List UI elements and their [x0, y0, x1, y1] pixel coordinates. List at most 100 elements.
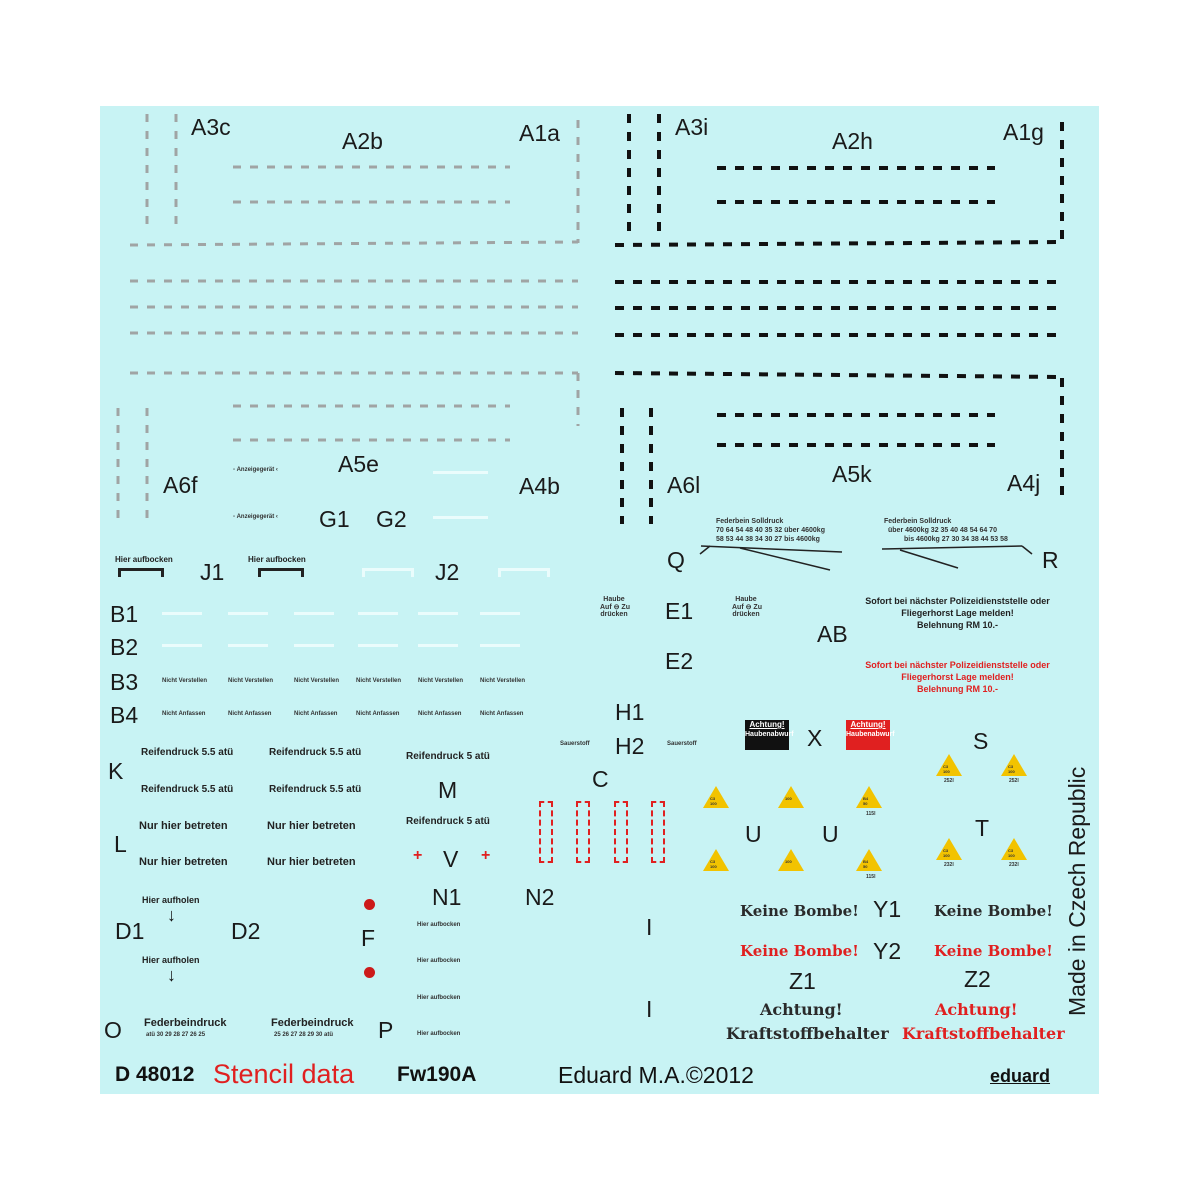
- label-i-1: I: [646, 914, 653, 940]
- label-i-2: I: [646, 996, 653, 1022]
- achtung-box-black: Achtung!Haubenabwurf: [745, 720, 794, 750]
- fuel-triangle-icon: C3 100: [936, 754, 962, 776]
- label-a2b: A2b: [342, 128, 383, 154]
- label-a3c: A3c: [191, 114, 231, 140]
- label-x: X: [807, 725, 823, 751]
- sheet-title: Stencil data: [213, 1059, 355, 1089]
- label-c: C: [592, 766, 609, 792]
- keine-bombe-black-1: Keine Bombe!: [740, 902, 859, 920]
- fuel-triangle-icon: C3 100: [1001, 754, 1027, 776]
- hier-aufbocken-2: Hier aufbocken: [248, 555, 306, 564]
- label-e2: E2: [665, 648, 694, 674]
- grey-dashed-lines: [116, 114, 580, 524]
- sofort-text-red: Sofort bei nächster Polizeidienststelle …: [865, 660, 1050, 694]
- label-a5e: A5e: [338, 451, 379, 477]
- federbeindruck-1: Federbeindruck: [144, 1017, 227, 1029]
- label-t: T: [975, 815, 990, 841]
- fuel-triangle-icon: C3 100: [703, 786, 729, 808]
- label-b3: B3: [110, 669, 139, 695]
- ghost-bracket: [498, 568, 550, 577]
- sheet-code: D 48012: [115, 1063, 195, 1086]
- label-j2: J2: [435, 559, 460, 585]
- federbein-row2-left: 58 53 44 38 34 30 27 bis 4600kg: [716, 536, 820, 543]
- nicht-verstellen: Nicht Verstellen: [228, 678, 274, 684]
- triangle-caption: 252l: [944, 778, 954, 784]
- reifendruck-55-3: Reifendruck 5.5 atü: [141, 784, 234, 795]
- label-n2: N2: [525, 884, 555, 910]
- nur-hier-betreten-3: Nur hier betreten: [139, 856, 228, 868]
- reifendruck-55-4: Reifendruck 5.5 atü: [269, 784, 362, 795]
- federbein-row1-left: 70 64 54 48 40 35 32 über 4600kg: [716, 527, 825, 534]
- red-dot: [364, 967, 375, 978]
- ghost-decal: [433, 516, 488, 519]
- label-z1: Z1: [789, 968, 816, 994]
- nicht-anfassen: Nicht Anfassen: [480, 711, 524, 717]
- label-b1: B1: [110, 601, 139, 627]
- label-a2h: A2h: [832, 128, 873, 154]
- hier-aufholen-2: Hier aufholen: [142, 955, 200, 965]
- federbeindruck-scale-1: atü 30 29 28 27 26 25: [146, 1032, 206, 1038]
- keine-bombe-black-2: Keine Bombe!: [934, 902, 1053, 920]
- label-r: R: [1042, 547, 1059, 573]
- copyright: Eduard M.A.©2012: [558, 1062, 754, 1088]
- reifendruck-5-1: Reifendruck 5 atü: [406, 751, 490, 762]
- triangle-caption: 115l: [866, 811, 876, 817]
- eduard-logo: eduard: [990, 1066, 1051, 1086]
- label-u-2: U: [822, 821, 839, 847]
- ghost-decal: [433, 471, 488, 474]
- achtung-black: Achtung!: [760, 1000, 843, 1019]
- triangle-caption: 232l: [1009, 862, 1019, 868]
- label-e1: E1: [665, 598, 694, 624]
- black-dashed-lines: [614, 114, 1064, 524]
- federbein-title-left: Federbein Solldruck: [716, 518, 784, 525]
- label-s: S: [973, 728, 989, 754]
- fuel-triangle-icon: C3 100: [1001, 838, 1027, 860]
- label-h2: H2: [615, 733, 645, 759]
- nicht-anfassen: Nicht Anfassen: [356, 711, 400, 717]
- hier-aufbocken-small: Hier aufbocken: [417, 958, 461, 964]
- down-arrow-icon: ↓: [167, 905, 176, 925]
- jack-bracket: [118, 568, 164, 577]
- label-z2: Z2: [964, 966, 991, 992]
- label-a3i: A3i: [675, 114, 709, 140]
- ghost-bracket: [362, 568, 414, 577]
- nicht-verstellen: Nicht Verstellen: [356, 678, 402, 684]
- label-a1g: A1g: [1003, 119, 1044, 145]
- nicht-verstellen: Nicht Verstellen: [162, 678, 208, 684]
- keine-bombe-red-1: Keine Bombe!: [740, 942, 859, 960]
- red-dot: [364, 899, 375, 910]
- label-g2: G2: [376, 506, 407, 532]
- sauerstoff-1: Sauerstoff: [560, 741, 590, 747]
- red-dashed-box: [576, 801, 590, 863]
- fuel-triangle-icon: 100: [778, 786, 804, 808]
- kraftstoff-black: Kraftstoffbehalter: [726, 1024, 889, 1043]
- reifendruck-55-1: Reifendruck 5.5 atü: [141, 747, 234, 758]
- sauerstoff-2: Sauerstoff: [667, 741, 697, 747]
- decal-sheet: A3c A2b A1a A3i A2h A1g A6f A5e A4b A6l …: [100, 106, 1099, 1094]
- nicht-verstellen: Nicht Verstellen: [480, 678, 526, 684]
- triangle-caption: 252l: [1009, 778, 1019, 784]
- label-y2: Y2: [873, 938, 902, 964]
- label-d1: D1: [115, 918, 145, 944]
- hier-aufbocken-small: Hier aufbocken: [417, 995, 461, 1001]
- triangle-caption: 232l: [944, 862, 954, 868]
- label-q: Q: [667, 547, 685, 573]
- nicht-verstellen: Nicht Verstellen: [294, 678, 340, 684]
- fuel-triangle-icon: B4 50: [856, 786, 882, 808]
- federbein-title-right: Federbein Solldruck: [884, 518, 952, 525]
- label-a4j: A4j: [1007, 470, 1041, 496]
- label-y1: Y1: [873, 896, 902, 922]
- federbein-row1-right: über 4600kg 32 35 40 48 54 64 70: [888, 527, 997, 534]
- sofort-text-black: Sofort bei nächster Polizeidienststelle …: [865, 596, 1050, 630]
- label-u-1: U: [745, 821, 762, 847]
- red-plus-icon: +: [481, 847, 491, 864]
- hier-aufbocken-1: Hier aufbocken: [115, 555, 173, 564]
- label-f: F: [361, 925, 376, 951]
- label-j1: J1: [200, 559, 225, 585]
- label-d2: D2: [231, 918, 261, 944]
- nicht-anfassen: Nicht Anfassen: [162, 711, 206, 717]
- down-arrow-icon: ↓: [167, 965, 176, 985]
- label-a6f: A6f: [163, 472, 198, 498]
